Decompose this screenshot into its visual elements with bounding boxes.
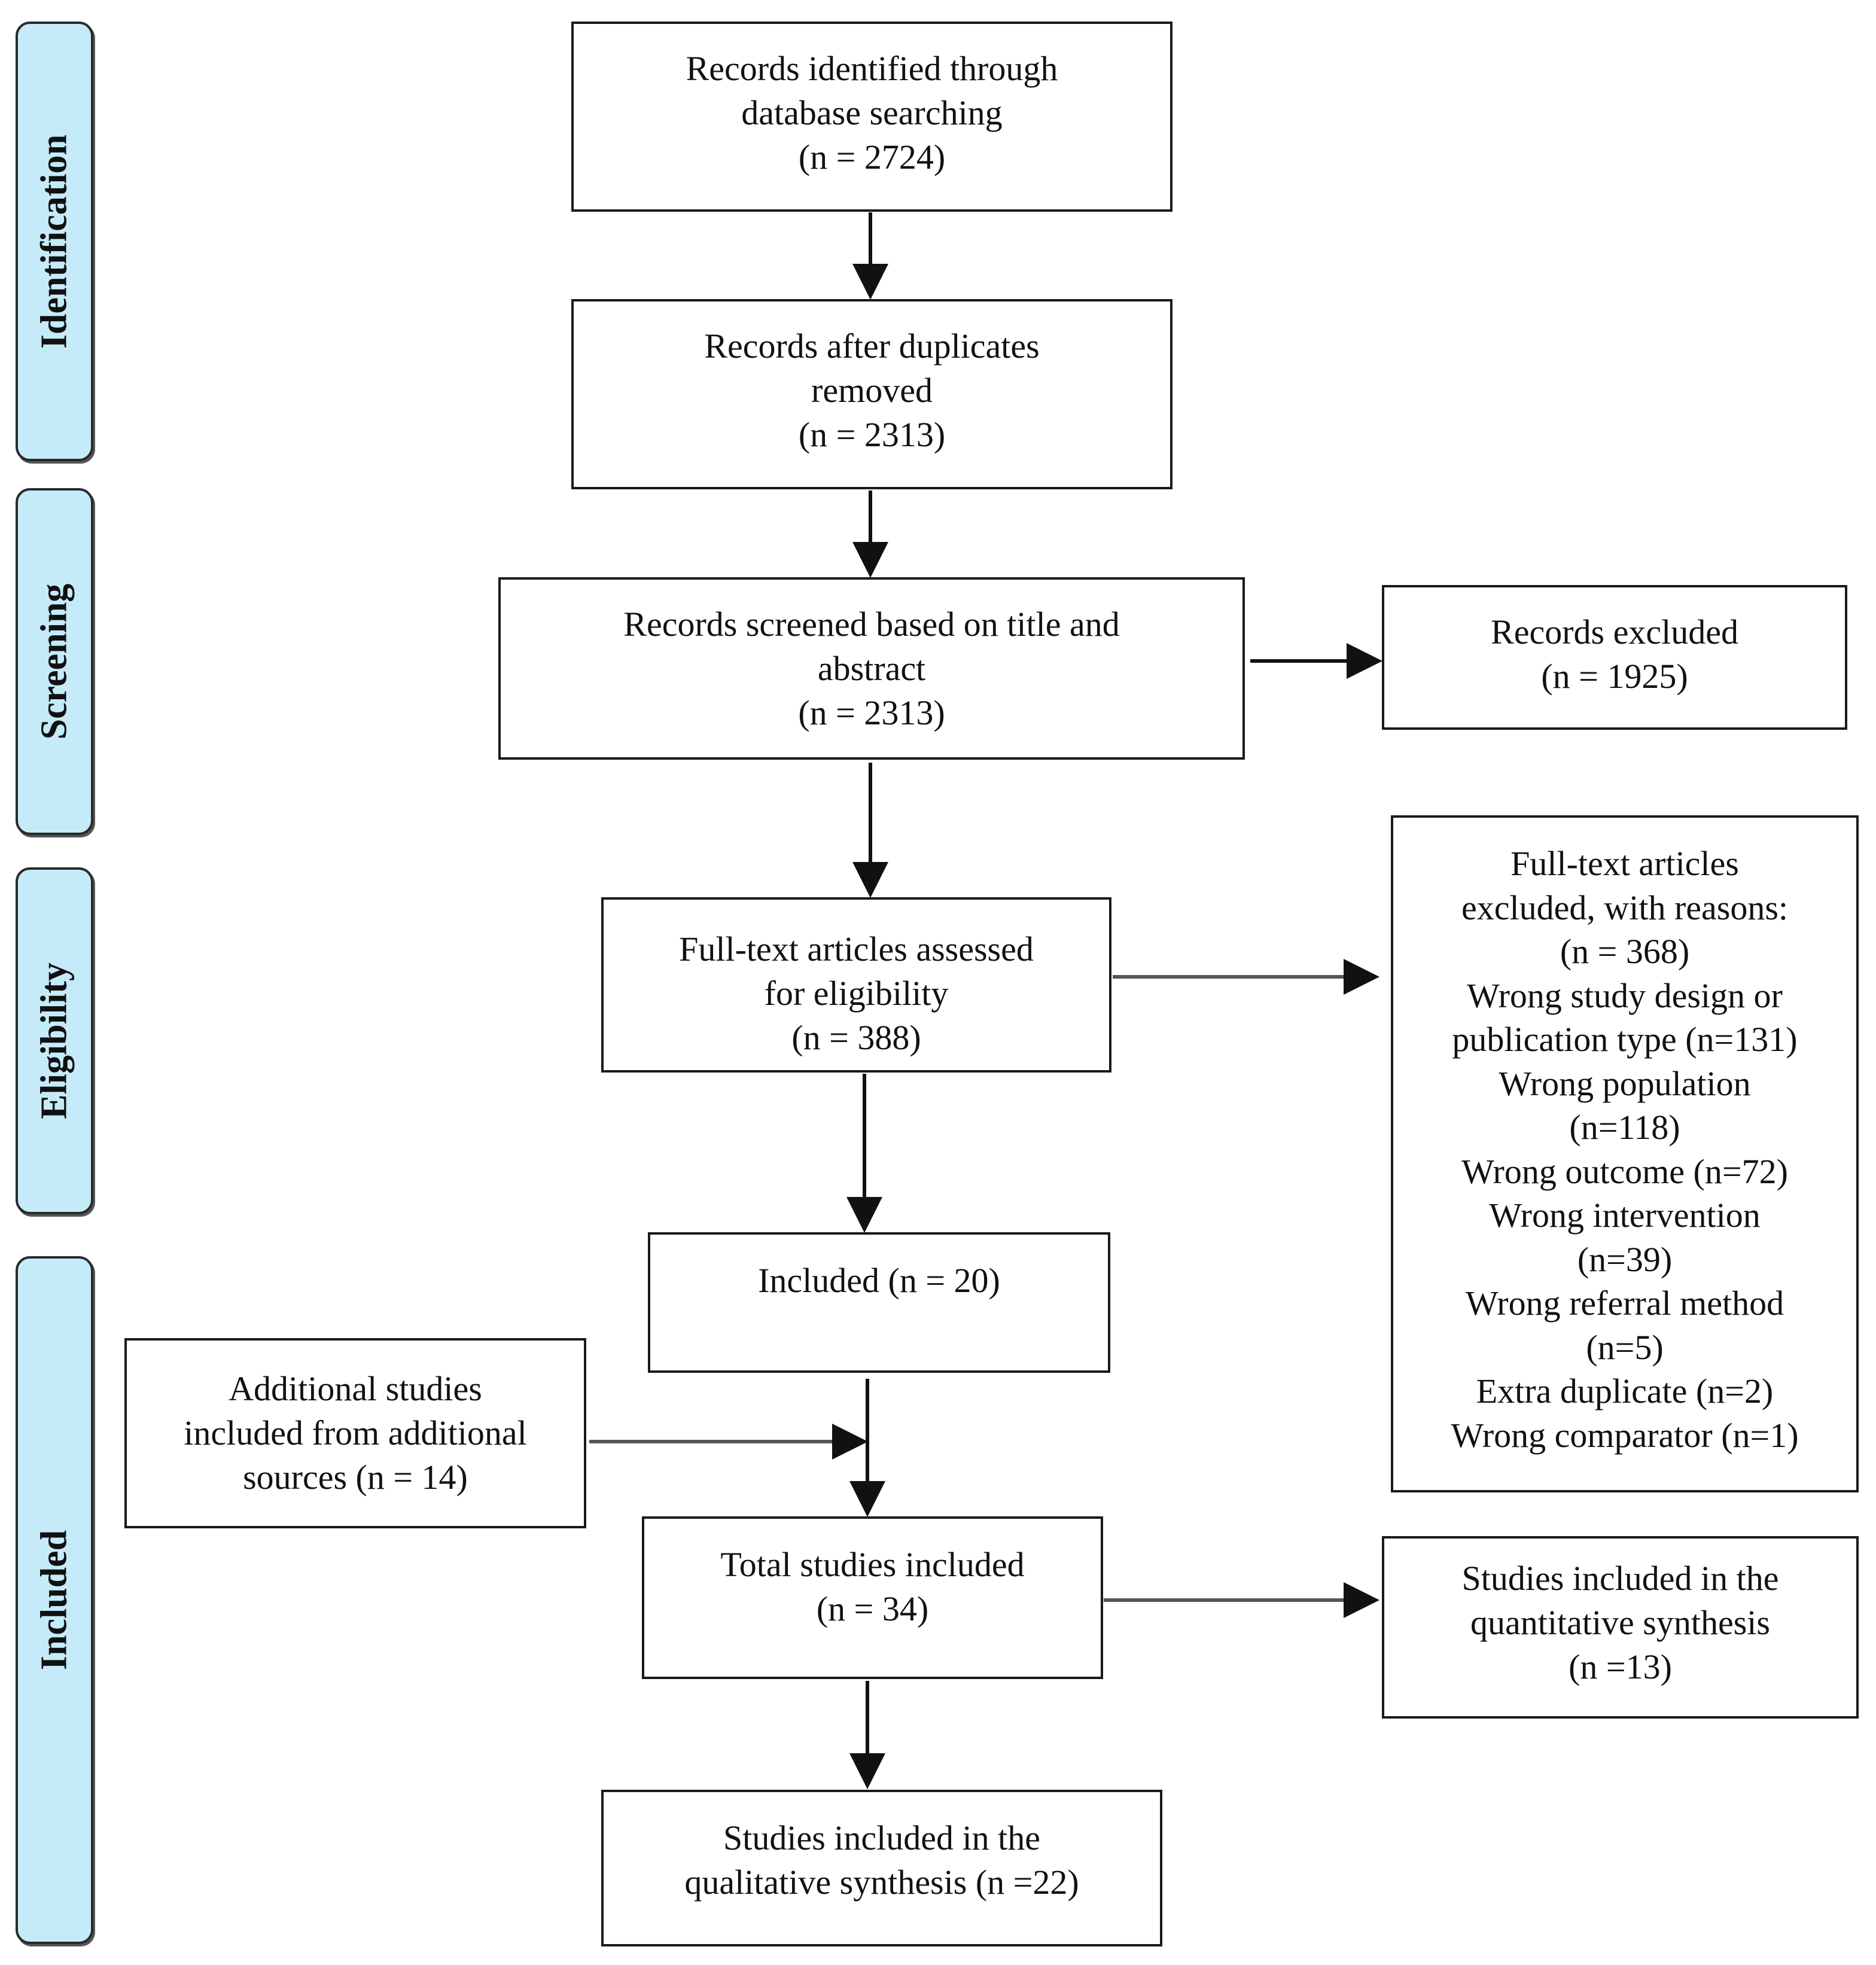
box-qualitative-synthesis: Studies included in the qualitative synt…: [601, 1790, 1162, 1946]
text-line: Full-text articles: [1510, 844, 1739, 883]
text-line: (n = 34): [816, 1589, 929, 1628]
text-line: Records excluded: [1491, 613, 1738, 651]
text-line: Additional studies: [229, 1369, 482, 1408]
text-line: Studies included in the: [723, 1818, 1040, 1857]
text-line: excluded, with reasons:: [1461, 888, 1788, 927]
text-line: quantitative synthesis: [1470, 1603, 1770, 1642]
phase-screening: Screening: [16, 488, 93, 835]
text-line: Studies included in the: [1461, 1559, 1779, 1598]
text-line: Extra duplicate (n=2): [1476, 1372, 1774, 1410]
text-line: abstract: [817, 649, 926, 688]
text-line: Records identified through: [686, 49, 1058, 88]
box-fulltext-excluded: Full-text articles excluded, with reason…: [1391, 815, 1859, 1492]
box-additional-sources: Additional studies included from additio…: [124, 1338, 586, 1528]
text-line: (n=118): [1569, 1108, 1680, 1147]
text-line: sources (n = 14): [243, 1458, 468, 1497]
box-records-screened: Records screened based on title and abst…: [498, 577, 1245, 760]
text-line: (n = 2724): [798, 138, 946, 176]
phase-identification: Identification: [16, 22, 93, 461]
text-line: Wrong outcome (n=72): [1461, 1151, 1788, 1191]
text-line: (n=5): [1586, 1327, 1664, 1367]
text-line: (n = 368): [1560, 932, 1690, 971]
box-quantitative-synthesis: Studies included in the quantitative syn…: [1382, 1536, 1859, 1719]
text-line: (n = 1925): [1541, 657, 1688, 696]
box-fulltext-assessed: Full-text articles assessed for eligibil…: [601, 897, 1111, 1073]
text-line: Wrong comparator (n=1): [1451, 1415, 1799, 1455]
text-line: database searching: [741, 93, 1003, 132]
text-line: publication type (n=131): [1452, 1020, 1798, 1059]
text-line: (n =13): [1569, 1647, 1672, 1686]
text-line: qualitative synthesis (n =22): [684, 1863, 1079, 1902]
text-line: Records screened based on title and: [623, 605, 1120, 644]
text-line: Included (n = 20): [758, 1261, 1000, 1300]
text-line: Wrong population: [1499, 1064, 1751, 1103]
text-line: Records after duplicates: [704, 327, 1040, 365]
text-line: Total studies included: [720, 1545, 1025, 1584]
text-line: (n=39): [1577, 1239, 1673, 1279]
text-line: Wrong intervention: [1489, 1196, 1761, 1235]
text-line: Wrong study design or: [1467, 976, 1783, 1015]
text-line: Wrong referral method: [1465, 1284, 1784, 1323]
text-line: for eligibility: [764, 974, 949, 1013]
text-line: removed: [811, 371, 933, 410]
text-line: (n = 2313): [798, 693, 945, 732]
phase-included: Included: [16, 1256, 93, 1944]
text-line: included from additional: [184, 1413, 527, 1452]
box-included: Included (n = 20): [648, 1232, 1110, 1373]
box-records-deduplicated: Records after duplicates removed (n = 23…: [571, 299, 1172, 489]
box-total-included: Total studies included (n = 34): [642, 1516, 1103, 1679]
text-line: (n = 388): [791, 1018, 921, 1057]
text-line: Full-text articles assessed: [679, 930, 1034, 968]
box-records-excluded: Records excluded (n = 1925): [1382, 585, 1847, 730]
text-line: (n = 2313): [798, 415, 946, 454]
box-records-identified: Records identified through database sear…: [571, 22, 1172, 212]
phase-eligibility: Eligibility: [16, 867, 93, 1214]
